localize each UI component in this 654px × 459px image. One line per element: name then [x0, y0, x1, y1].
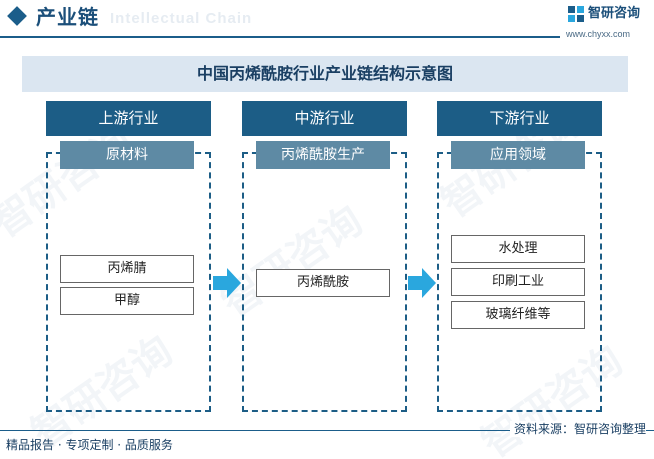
sub-header-downstream: 应用领域 [451, 141, 585, 169]
item-downstream: 水处理 [451, 235, 585, 263]
brand-name: 智研咨询 [588, 6, 641, 21]
footer-tagline: 精品报告 · 专项定制 · 品质服务 [6, 438, 173, 452]
brand-logo-icon [568, 6, 584, 22]
item-upstream: 丙烯腈 [60, 255, 194, 283]
page-header: 产业链 Intellectual Chain 智研咨询 www.chyxx.co… [0, 0, 654, 39]
stage-midstream: 中游行业 [242, 101, 407, 136]
brand-url: www.chyxx.com [566, 29, 631, 39]
main-title: 中国丙烯酰胺行业产业链结构示意图 [196, 64, 453, 83]
header-divider [0, 36, 560, 38]
sub-header-upstream: 原材料 [60, 141, 194, 169]
footer-divider [0, 430, 654, 431]
sub-header-midstream: 丙烯酰胺生产 [256, 141, 390, 169]
stage-downstream: 下游行业 [437, 101, 602, 136]
item-downstream: 玻璃纤维等 [451, 301, 585, 329]
page-section-title: 产业链 [36, 5, 99, 29]
item-downstream: 印刷工业 [451, 268, 585, 296]
diamond-icon [7, 6, 27, 26]
footer-source: 资料来源：智研咨询整理 [509, 421, 646, 437]
header-watermark: Intellectual Chain [110, 10, 253, 27]
main-title-bar: 中国丙烯酰胺行业产业链结构示意图 [22, 56, 628, 92]
flow-arrow-icon [408, 268, 436, 298]
stage-upstream: 上游行业 [46, 101, 211, 136]
item-midstream: 丙烯酰胺 [256, 269, 390, 297]
item-upstream: 甲醇 [60, 287, 194, 315]
flow-arrow-icon [213, 268, 241, 298]
